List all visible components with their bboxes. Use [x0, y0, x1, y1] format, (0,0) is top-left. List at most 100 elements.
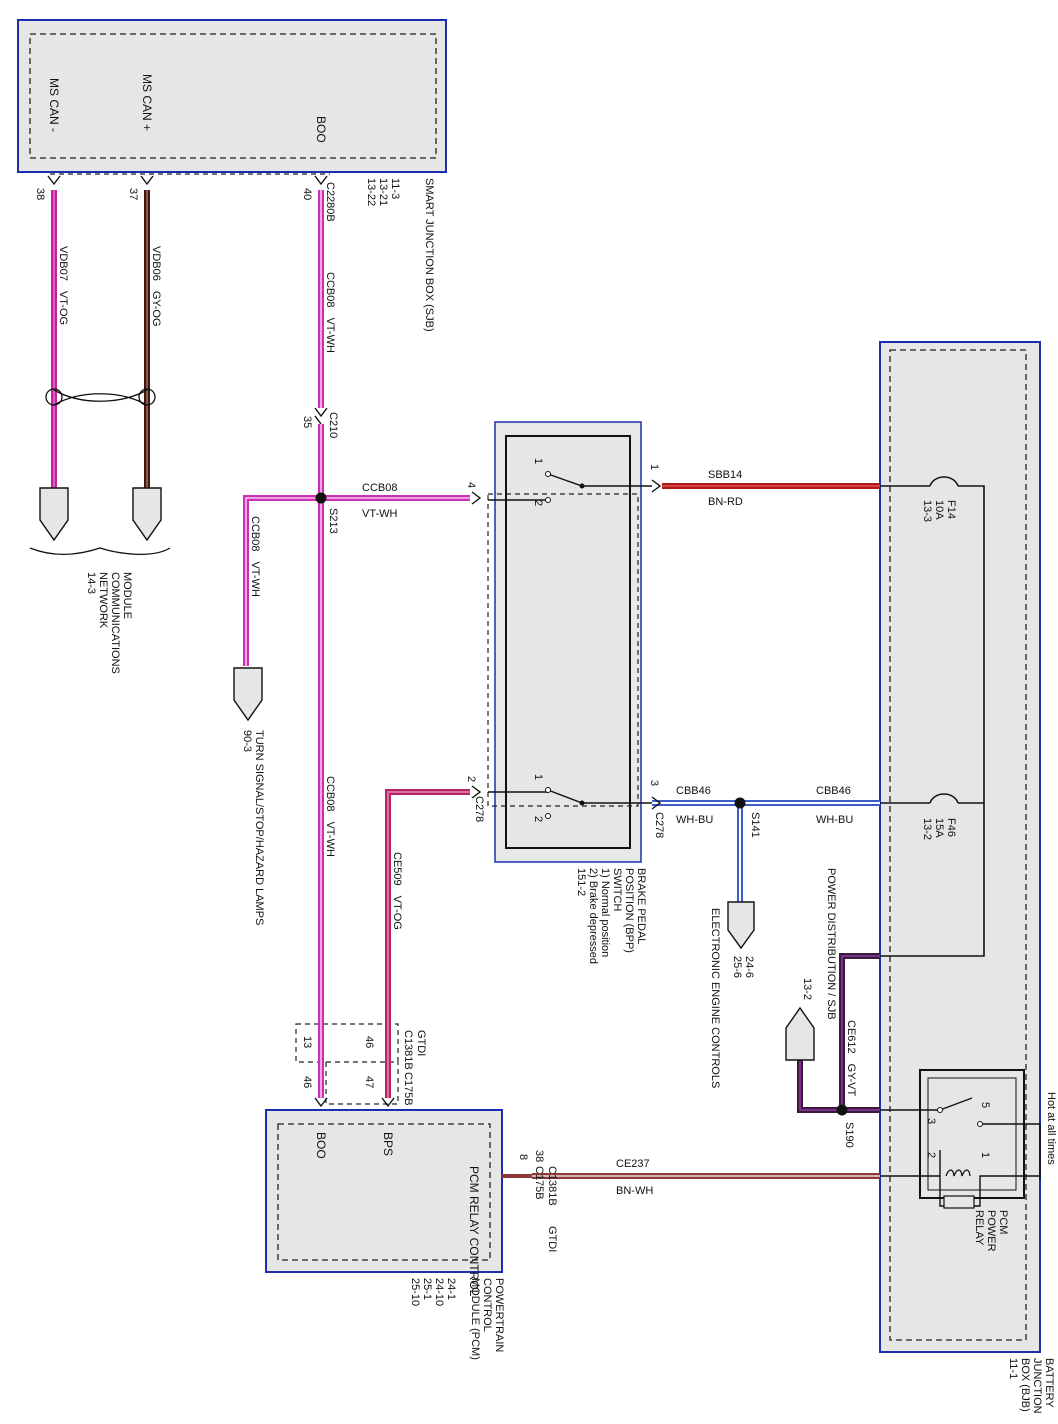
conn-arrows [47, 175, 662, 1108]
pcm-relay-control-text: PCM RELAY CONTROL [467, 1166, 481, 1297]
fuse-f14-amps: 10A [933, 500, 945, 520]
pcm-l3: MODULE (PCM) [469, 1278, 481, 1360]
lbl-cbb46-left-color: WH-BU [676, 814, 713, 826]
bjb-f14-line [880, 485, 985, 957]
bjb-l2: JUNCTION [1031, 1358, 1043, 1414]
wire-ce612-pd-stripe [799, 1060, 842, 1111]
pcm-l4: 24-1 [445, 1278, 457, 1300]
mcn-bracket [29, 547, 171, 555]
splice-s213 [315, 492, 327, 504]
turn-l1: TURN SIGNAL/STOP/HAZARD LAMPS [253, 730, 265, 925]
lbl-ccb08-h-color: VT-WH [362, 508, 397, 520]
fuse-f46-ref: 13-2 [921, 818, 933, 840]
conn-c175b-b: C175B [533, 1166, 545, 1200]
fuse-f46 [929, 793, 959, 804]
bpp-l6: 151-2 [575, 868, 587, 896]
lbl-ccb08-turn: CCB08VT-WH [249, 516, 261, 597]
bjb-l3: BOX (BJB) [1019, 1358, 1031, 1412]
lbl-ce509-color: VT-OG [391, 896, 403, 930]
lbl-cbb46-right-circuit: CBB46 [816, 785, 851, 797]
bpp-contact-c [545, 787, 551, 793]
pcm-relay-control: PCM RELAY CONTROL [467, 1166, 481, 1297]
eec-arrow [727, 901, 755, 950]
conn-c1381b-b: C1381B [546, 1166, 558, 1206]
lbl-s213: S213 [327, 508, 339, 534]
lbl-sbb14-circuit: SBB14 [708, 469, 742, 481]
lbl-vdb07: VDB07VT-OG [57, 246, 69, 325]
lbl-ccb08-bottom-circuit: CCB08 [324, 776, 336, 811]
relay-resistor [943, 1195, 975, 1209]
sjb-module [17, 19, 447, 173]
relay-coil-lines [880, 1150, 1040, 1207]
conn-c278-a: C278 [473, 796, 485, 822]
pdist-arrow [785, 1006, 815, 1061]
mcn-l2: COMMUNICATIONS [109, 572, 121, 674]
twist-right [138, 388, 156, 406]
hot-at-all-times: Hot at all times [1045, 1092, 1057, 1165]
wire-ce509 [385, 789, 470, 1098]
bpp-contact-a [545, 471, 551, 477]
pin-37: 37 [127, 188, 139, 200]
conn-gtdi-b: GTDI [546, 1226, 558, 1252]
bpp-dash [487, 493, 639, 807]
pin-3-bpp: 3 [648, 780, 660, 786]
splice-s141 [734, 797, 746, 809]
mcn-l3: NETWORK [97, 572, 109, 629]
relay-coil [945, 1169, 971, 1177]
pin-2-bpp: 2 [465, 776, 477, 782]
gtdi-dash-link [325, 1062, 399, 1105]
pin-35: 35 [301, 416, 313, 428]
relay-pin-1: 1 [979, 1152, 991, 1158]
pcm-l5: 24-10 [433, 1278, 445, 1306]
turn-l2: 90-3 [241, 730, 253, 752]
pcm-relay-box [919, 1069, 1025, 1199]
lbl-ccb08-top-color: VT-WH [324, 317, 336, 352]
pin-13: 13 [301, 1036, 313, 1048]
lbl-vdb07-color: VT-OG [57, 291, 69, 325]
twist-left [45, 388, 63, 406]
lbl-ce612-circuit: CE612 [845, 1020, 857, 1054]
lbl-s190: S190 [843, 1122, 855, 1148]
pcm-l1: POWERTRAIN [493, 1278, 505, 1352]
sjb-label: SMART JUNCTION BOX (SJB) [423, 178, 435, 332]
bpp-pivot-b [579, 800, 585, 806]
relay-l1: PCM [997, 1210, 1009, 1234]
lbl-ce237-circuit: CE237 [616, 1158, 650, 1170]
sjb-ref-1: 11-3 [389, 178, 401, 199]
lbl-vdb06-circuit: VDB06 [150, 246, 162, 281]
lbl-sbb14-color: BN-RD [708, 496, 743, 508]
pdist-l1: POWER DISTRIBUTION / SJB [825, 868, 837, 1020]
pcm-l2: CONTROL [481, 1278, 493, 1332]
sjb-inner-dash [29, 33, 437, 159]
wire-ce612-pd [797, 1060, 842, 1113]
pin-40: 40 [301, 188, 313, 200]
mcn-arrow-right [132, 487, 162, 542]
pin-46-bot: 46 [301, 1076, 313, 1088]
pin-46-top: 46 [363, 1036, 375, 1048]
pcm-pin-bps: BPS [381, 1132, 395, 1156]
bpp-l4: 1) Normal position [599, 868, 611, 957]
fuse-f46-amps: 15A [933, 818, 945, 838]
turn-arrow [233, 667, 263, 722]
relay-contact-5 [977, 1121, 983, 1127]
bjb-l1: BATTERY [1043, 1358, 1055, 1408]
sw-pin-2b: 2 [532, 816, 544, 822]
bpp-l1: BRAKE PEDAL [635, 868, 647, 944]
wire-ccb08-turn-stripe [245, 497, 321, 666]
lbl-ce509-circuit: CE509 [391, 852, 403, 886]
conn-c175b-a: C175B [402, 1072, 414, 1106]
mcn-l4: 14-3 [85, 572, 97, 594]
splice-s190 [836, 1104, 848, 1116]
sjb-ref-2: 13-21 [377, 178, 389, 206]
pin-8-pcm: 8 [517, 1154, 529, 1160]
pcm-inner-dash [277, 1123, 491, 1261]
pdist-l2: 13-2 [801, 978, 813, 1000]
lbl-ccb08-turn-circuit: CCB08 [249, 516, 261, 551]
lbl-ccb08-top: CCB08VT-WH [324, 272, 336, 353]
pin-38: 38 [34, 188, 46, 200]
pin-47: 47 [363, 1076, 375, 1088]
pin-4: 4 [465, 482, 477, 488]
relay-switch-lines [880, 1097, 1041, 1180]
fuse-f14-name: F14 [945, 500, 957, 519]
